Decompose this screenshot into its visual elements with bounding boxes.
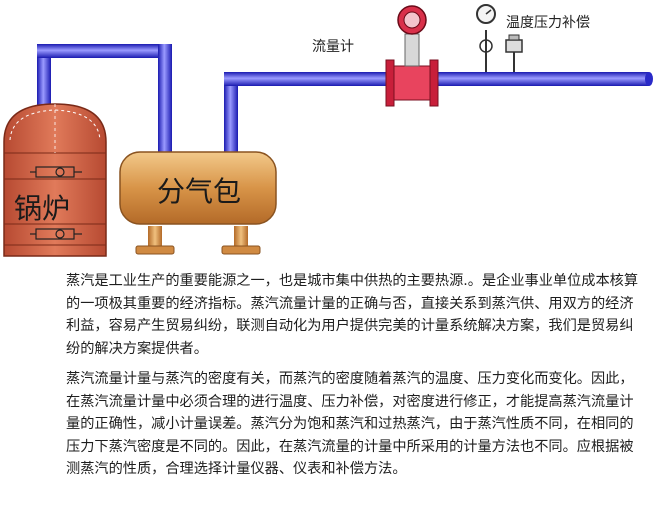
pipe-boiler-to-drum (37, 44, 172, 156)
temperature-sensor-icon (505, 34, 523, 72)
steam-drum (119, 151, 277, 255)
drum-label: 分气包 (157, 175, 242, 208)
pressure-gauge-icon (476, 4, 496, 72)
steam-system-diagram: 锅炉 分气包 流量计 温度压力补偿 (3, 4, 653, 257)
paragraph-1: 蒸汽是工业生产的重要能源之一，也是城市集中供热的主要热源.。是企业事业单位成本核… (66, 273, 639, 357)
flowmeter (385, 5, 439, 107)
paragraph-2: 蒸汽流量计量与蒸汽的密度有关，而蒸汽的密度随着蒸汽的温度、压力变化而变化。因此，… (66, 371, 634, 477)
flowmeter-label: 流量计 (312, 39, 354, 55)
boiler-gauge-top (30, 166, 82, 178)
compensation-label: 温度压力补偿 (506, 15, 590, 31)
boiler-gauge-bottom (30, 228, 82, 240)
boiler-label: 锅炉 (14, 192, 71, 225)
diagram-graphic (3, 4, 653, 257)
description-text: 蒸汽是工业生产的重要能源之一，也是城市集中供热的主要热源.。是企业事业单位成本核… (66, 270, 644, 489)
boiler (3, 103, 107, 257)
